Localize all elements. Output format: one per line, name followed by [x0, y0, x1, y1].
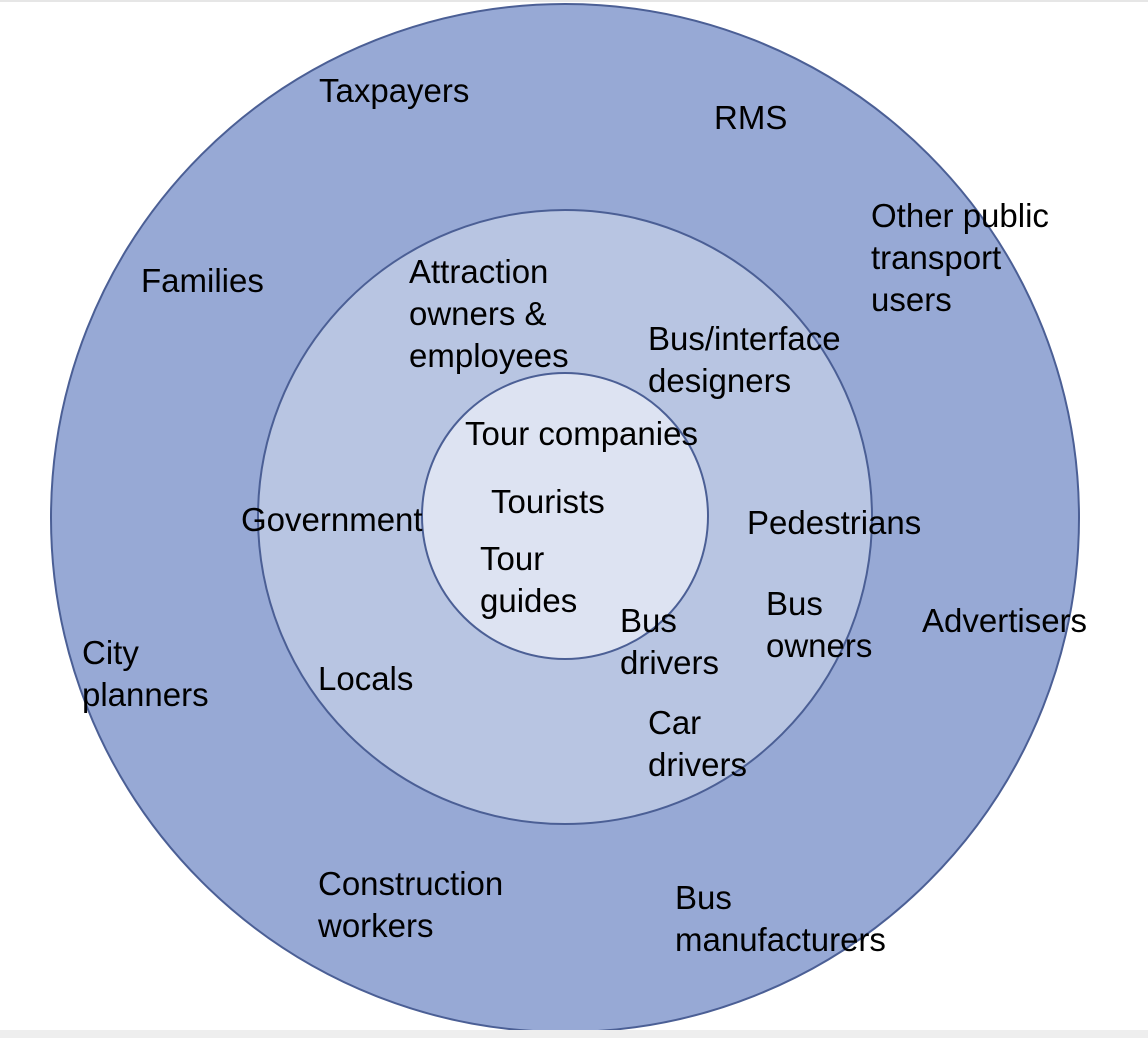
label-line: guides [480, 582, 578, 619]
label-line: users [871, 281, 952, 318]
label-bus-owners: Bus owners [766, 583, 872, 667]
label-locals: Locals [318, 660, 414, 697]
label-taxpayers: Taxpayers [319, 72, 470, 109]
label-line: owners [766, 627, 873, 664]
label-tour-companies: Tour companies [465, 415, 698, 452]
label-line: Construction [318, 865, 504, 902]
label-line: owners & [409, 295, 547, 332]
label-line: Bus [620, 602, 677, 639]
label-rms: RMS [714, 99, 788, 136]
label-construction-workers: Construction workers [318, 863, 503, 947]
label-families: Families [141, 262, 264, 299]
label-line: planners [82, 676, 209, 713]
label-line: Bus/interface [648, 320, 841, 357]
label-line: workers [318, 907, 434, 944]
label-line: Bus [675, 879, 732, 916]
label-line: designers [648, 362, 792, 399]
label-line: Tour [480, 540, 545, 577]
label-line: City [82, 634, 139, 671]
label-line: Bus [766, 585, 823, 622]
label-line: Other public [871, 197, 1049, 234]
inner-ring [421, 372, 709, 660]
label-government: Government [241, 501, 423, 538]
label-line: manufacturers [675, 921, 886, 958]
label-pedestrians: Pedestrians [747, 504, 922, 541]
label-other-public-transport-users: Other public transport users [871, 195, 1049, 321]
label-bus-manufacturers: Bus manufacturers [675, 877, 886, 961]
label-line: drivers [620, 644, 720, 681]
label-line: Car [648, 704, 702, 741]
label-bus-interface-designers: Bus/interface designers [648, 318, 841, 402]
label-line: transport [871, 239, 1002, 276]
label-line: Attraction [409, 253, 549, 290]
label-line: employees [409, 337, 569, 374]
label-bus-drivers: Bus drivers [620, 600, 719, 684]
label-city-planners: City planners [82, 632, 209, 716]
label-tour-guides: Tour guides [480, 538, 577, 622]
label-line: drivers [648, 746, 748, 783]
label-car-drivers: Car drivers [648, 702, 747, 786]
label-attraction-owners-employees: Attraction owners & employees [409, 251, 569, 377]
label-tourists: Tourists [491, 483, 605, 520]
label-advertisers: Advertisers [922, 602, 1088, 639]
